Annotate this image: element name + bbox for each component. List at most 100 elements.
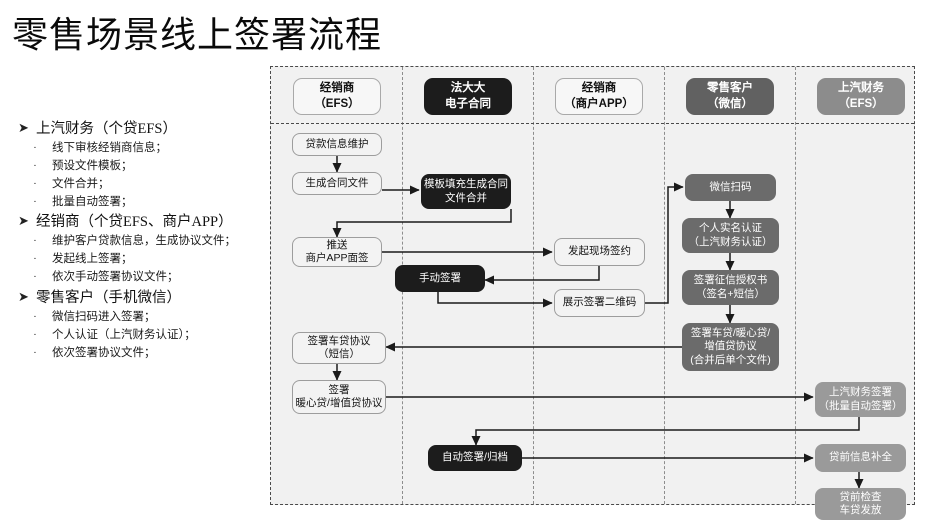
node-credit-auth-sign[interactable]: 签署征信授权书 （签名+短信） (682, 270, 779, 305)
outline-item-label: 线下审核经销商信息； (52, 142, 167, 155)
node-line: 贷前信息补全 (829, 451, 892, 464)
bullet-dot-icon: · (33, 195, 37, 208)
node-line: 发起现场签约 (568, 245, 631, 258)
outline-item-label: 预设文件模板； (52, 159, 133, 172)
lane-header-line1: 经销商 (319, 82, 355, 95)
node-line: 商户APP面签 (305, 252, 369, 264)
outline-heading-1: ➤ 上汽财务（个贷EFS） (18, 120, 258, 138)
node-line: (合并后单个文件) (690, 353, 771, 366)
outline-item: · 发起线上签署； (18, 253, 258, 267)
node-line: 签署车贷协议 (307, 334, 371, 347)
outline-item: · 批量自动签署； (18, 196, 258, 210)
outline-item: · 文件合并； (18, 178, 258, 192)
bullet-dot-icon: · (33, 346, 37, 359)
outline-item: · 预设文件模板； (18, 160, 258, 174)
node-saic-batch-sign[interactable]: 上汽财务签署 （批量自动签署） (815, 382, 906, 417)
lane-header-line2: （微信） (707, 97, 753, 110)
bullet-arrow-icon: ➤ (18, 288, 29, 304)
node-sign-car-loan-sms[interactable]: 签署车贷协议 （短信） (292, 332, 386, 364)
node-preloan-info-fill[interactable]: 贷前信息补全 (815, 444, 906, 472)
outline-item-label: 维护客户贷款信息，生成协议文件； (52, 235, 236, 248)
lane-divider (795, 67, 796, 504)
outline-item: · 微信扫码进入签署； (18, 311, 258, 325)
lane-header-efs-dealer: 经销商 （EFS） (293, 78, 381, 115)
lane-header-line2: （EFS） (314, 97, 360, 110)
node-manual-sign[interactable]: 手动签署 (395, 265, 485, 292)
node-line: 文件合并 (445, 191, 487, 204)
lane-header-line1: 上汽财务 (838, 82, 884, 95)
bullet-dot-icon: · (33, 159, 37, 172)
outline-heading-3: ➤ 零售客户（手机微信） (18, 289, 258, 307)
outline-item: · 依次手动签署协议文件； (18, 271, 258, 285)
node-line: （签名+短信） (695, 287, 766, 300)
outline-item-label: 依次手动签署协议文件； (52, 271, 179, 284)
node-wechat-scan[interactable]: 微信扫码 (685, 174, 776, 201)
node-start-onsite-sign[interactable]: 发起现场签约 (554, 238, 645, 266)
outline-item-label: 个人认证（上汽财务认证）； (52, 328, 196, 341)
bullet-dot-icon: · (33, 142, 37, 155)
lane-header-customer: 零售客户 （微信） (686, 78, 774, 115)
bullet-dot-icon: · (33, 177, 37, 190)
node-line: 生成合同文件 (305, 176, 369, 189)
node-preloan-check[interactable]: 贷前检查 车贷发放 (815, 488, 906, 520)
node-line: （短信） (318, 348, 360, 360)
node-line: 贷款信息维护 (305, 137, 369, 150)
node-line: 上汽财务签署 (829, 386, 892, 399)
outline-item: · 个人认证（上汽财务认证）； (18, 329, 258, 343)
outline-heading-label: 上汽财务（个贷EFS） (36, 121, 177, 137)
lane-header-fadada: 法大大 电子合同 (424, 78, 512, 115)
lane-header-line2: （商户APP） (564, 97, 634, 110)
node-realname-auth[interactable]: 个人实名认证 （上汽财务认证） (682, 218, 779, 253)
node-line: 签署 (328, 383, 350, 396)
outline-list: ➤ 上汽财务（个贷EFS） · 线下审核经销商信息； · 预设文件模板； · 文… (18, 118, 258, 364)
bullet-arrow-icon: ➤ (18, 213, 29, 229)
node-template-fill-merge[interactable]: 模板填充生成合同 文件合并 (421, 174, 511, 209)
node-line: 展示签署二维码 (562, 296, 637, 309)
lane-header-saic-finance: 上汽财务 （EFS） (817, 78, 905, 115)
node-line: 模板填充生成合同 (424, 178, 508, 191)
bullet-dot-icon: · (33, 310, 37, 323)
outline-item: · 线下审核经销商信息； (18, 142, 258, 156)
node-sign-warm-value[interactable]: 签署 暖心贷/增值贷协议 (292, 380, 386, 414)
outline-item-label: 依次签署协议文件； (52, 346, 156, 359)
header-divider (271, 123, 914, 124)
node-line: 手动签署 (419, 271, 461, 284)
lane-divider (664, 67, 665, 504)
node-line: 暖心贷/增值贷协议 (295, 397, 383, 409)
node-line: 签署车贷/暖心贷/ (690, 326, 771, 339)
node-line: 增值贷协议 (704, 340, 757, 353)
bullet-dot-icon: · (33, 328, 37, 341)
outline-item: · 依次签署协议文件； (18, 347, 258, 361)
node-line: （上汽财务认证） (688, 235, 773, 248)
outline-heading-2: ➤ 经销商（个贷EFS、商户APP） (18, 213, 258, 231)
outline-item-label: 发起线上签署； (52, 253, 133, 266)
lane-header-line2: 电子合同 (445, 97, 491, 110)
outline-item: · 维护客户贷款信息，生成协议文件； (18, 235, 258, 249)
node-show-sign-qrcode[interactable]: 展示签署二维码 (554, 289, 645, 317)
bullet-dot-icon: · (33, 271, 37, 284)
node-line: 微信扫码 (709, 180, 752, 193)
bullet-dot-icon: · (33, 235, 37, 248)
node-line: 推送 (326, 238, 348, 251)
node-line: 车贷发放 (839, 504, 882, 516)
node-push-app-signing[interactable]: 推送 商户APP面签 (292, 237, 382, 267)
node-sign-loan-bundle[interactable]: 签署车贷/暖心贷/ 增值贷协议 (合并后单个文件) (682, 323, 779, 371)
node-line: （批量自动签署） (818, 399, 903, 412)
node-generate-contract[interactable]: 生成合同文件 (292, 172, 382, 195)
flow-diagram: 经销商 （EFS） 法大大 电子合同 经销商 （商户APP） 零售客户 （微信）… (270, 66, 915, 520)
lane-divider (533, 67, 534, 504)
page-title: 零售场景线上签署流程 (12, 15, 383, 55)
node-loan-info-maintain[interactable]: 贷款信息维护 (292, 133, 382, 156)
outline-item-label: 微信扫码进入签署； (52, 310, 156, 323)
node-line: 贷前检查 (839, 490, 882, 503)
lane-header-line1: 经销商 (581, 82, 617, 95)
node-auto-sign-archive[interactable]: 自动签署/归档 (428, 445, 522, 471)
outline-heading-label: 零售客户（手机微信） (36, 289, 181, 306)
bullet-arrow-icon: ➤ (18, 120, 29, 135)
lane-header-line1: 零售客户 (707, 82, 753, 95)
lane-header-line2: （EFS） (838, 97, 884, 110)
node-line: 签署征信授权书 (693, 274, 768, 287)
outline-item-label: 文件合并； (52, 177, 110, 190)
node-line: 个人实名认证 (699, 222, 762, 235)
lane-header-line1: 法大大 (450, 82, 486, 95)
